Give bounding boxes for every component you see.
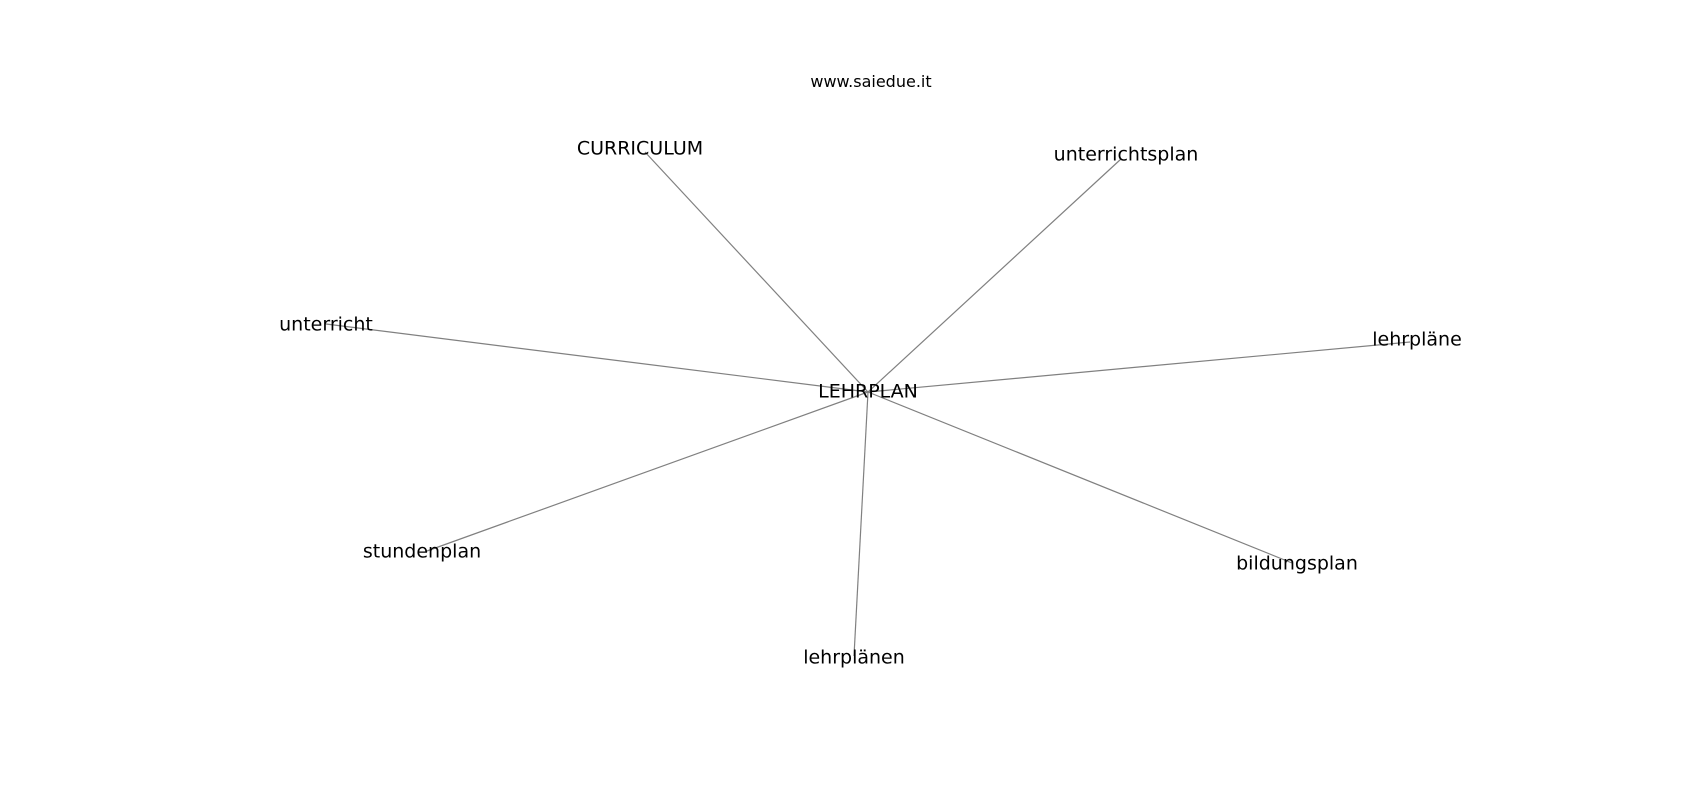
edge-lehrplaenen [853,391,869,657]
edge-unterricht [325,323,869,393]
edge-stundenplan [426,391,869,552]
node-label-lehrplaene: lehrpläne [1372,328,1462,351]
edge-unterrichtsplan [867,158,1122,393]
node-label-bildungsplan: bildungsplan [1236,552,1358,575]
node-label-curriculum: CURRICULUM [576,137,704,160]
center-node-label: LEHRPLAN [818,380,918,403]
edge-curriculum [644,151,869,393]
edge-bildungsplan [867,391,1293,564]
edge-lehrplaene [867,341,1411,393]
node-label-unterrichtsplan: unterrichtsplan [1053,143,1199,166]
node-label-unterricht: unterricht [279,313,373,336]
node-label-lehrplaenen: lehrplänen [803,646,905,669]
node-label-stundenplan: stundenplan [362,540,482,563]
source-watermark: www.saiedue.it [810,72,932,91]
